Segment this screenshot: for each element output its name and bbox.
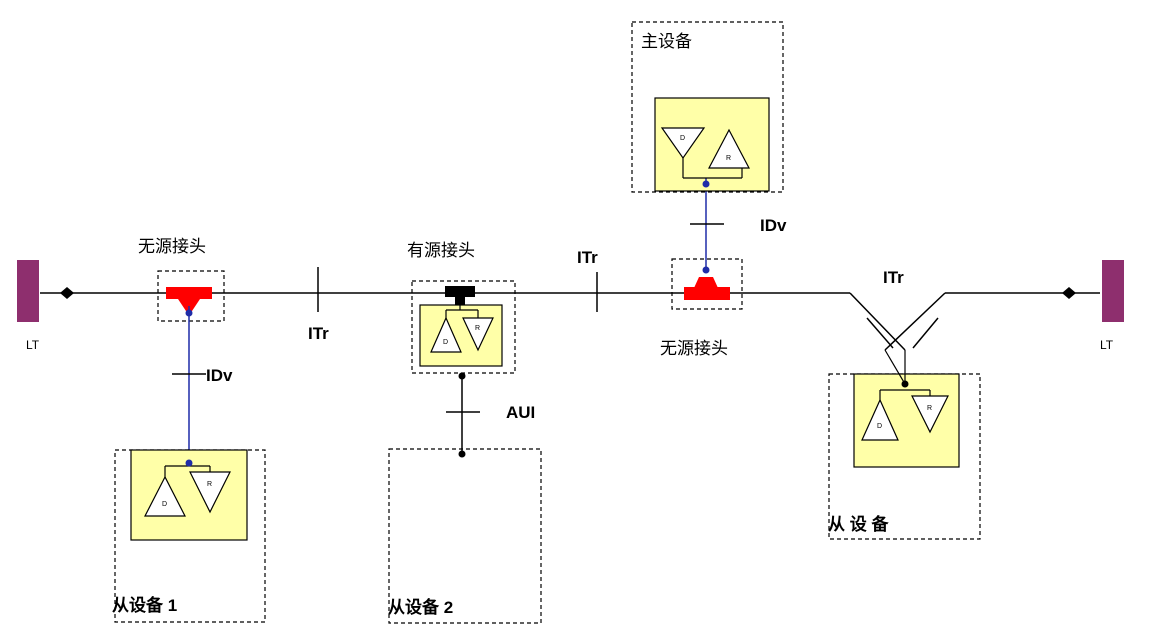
passive-tap-1-label: 无源接头: [138, 237, 206, 257]
svg-text:R: R: [207, 481, 212, 488]
svg-text:D: D: [162, 501, 167, 508]
itr-label-2: ITr: [577, 248, 598, 267]
passive-tap-1-connector: [166, 287, 212, 311]
idv-label-1: IDv: [206, 366, 233, 385]
itr-label-3: ITr: [883, 268, 904, 287]
svg-text:R: R: [475, 325, 480, 332]
lt-terminator-right: [1062, 260, 1124, 322]
slave-3-label: 从 设 备: [828, 514, 889, 534]
receiver-triangle-icon: [911, 395, 949, 434]
master-boundary: [631, 21, 784, 193]
driver-triangle-icon: [430, 316, 462, 353]
svg-text:R: R: [927, 405, 932, 412]
tap-2-node: [702, 266, 710, 274]
aui-node-top: [458, 372, 466, 380]
master-label: 主设备: [641, 32, 692, 52]
receiver-triangle-icon: [708, 128, 750, 169]
tap-1-node: [185, 309, 193, 317]
slave-1-label: 从设备 1: [112, 595, 177, 615]
svg-text:D: D: [443, 339, 448, 346]
passive-tap-2-connector: [684, 277, 730, 300]
master-transceiver: D R: [654, 97, 770, 192]
active-tap-connector: [445, 286, 475, 306]
slave-1-transceiver: D R: [130, 449, 248, 541]
aui-node-bottom: [458, 450, 466, 458]
slave-3-boundary: [828, 373, 981, 540]
lt-terminator-left: [17, 260, 74, 322]
active-tap-label: 有源接头: [407, 241, 475, 261]
receiver-triangle-icon: [462, 317, 494, 352]
svg-text:D: D: [680, 135, 685, 142]
active-tap-transceiver: D R: [419, 304, 503, 367]
driver-triangle-icon: [660, 127, 706, 160]
lt-right-label: LT: [1100, 338, 1114, 352]
slave-3-transceiver: D R: [853, 349, 960, 468]
itr-tick-3b: [912, 317, 939, 349]
driver-triangle-icon: [144, 475, 186, 517]
driver-triangle-icon: [861, 398, 899, 441]
receiver-triangle-icon: [189, 471, 231, 514]
svg-text:R: R: [726, 155, 731, 162]
itr-tick-3a: [866, 317, 894, 349]
svg-text:D: D: [877, 423, 882, 430]
passive-tap-2-box: [671, 258, 743, 310]
itr-label-1: ITr: [308, 324, 329, 343]
slave-2-label: 从设备 2: [388, 597, 453, 617]
passive-tap-2-label: 无源接头: [660, 339, 728, 359]
aui-label: AUI: [506, 403, 535, 422]
slave-2-boundary: [388, 448, 542, 624]
lt-left-label: LT: [26, 338, 40, 352]
idv-label-2: IDv: [760, 216, 787, 235]
passive-tap-1-box: [157, 270, 225, 322]
